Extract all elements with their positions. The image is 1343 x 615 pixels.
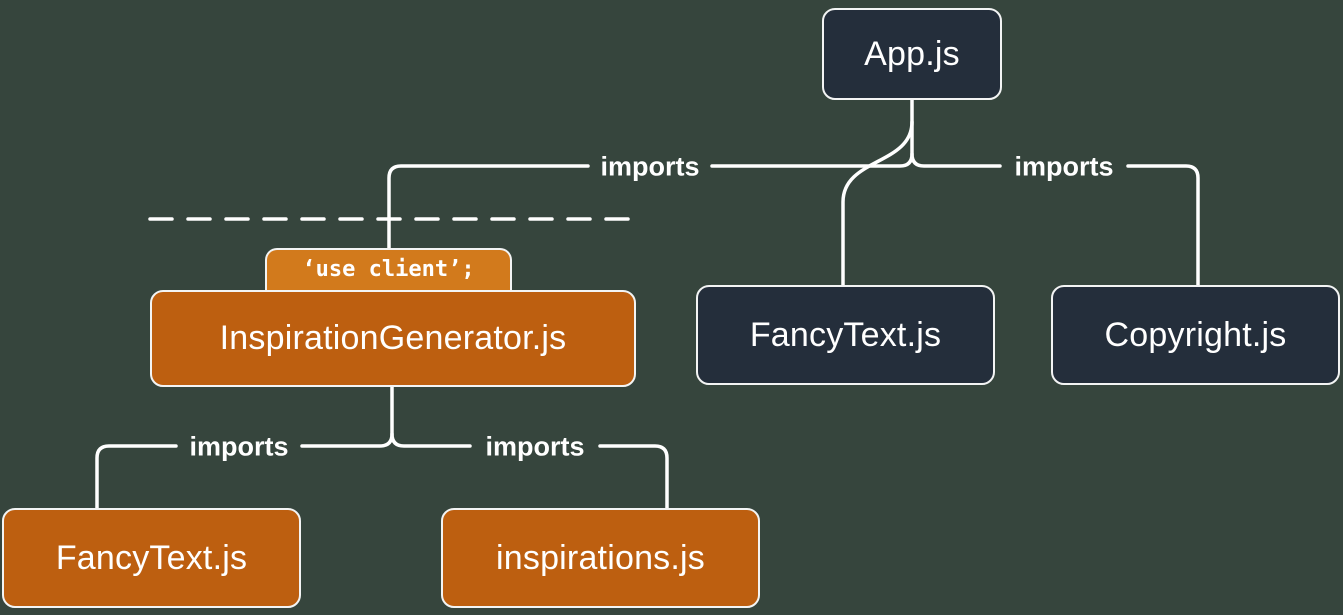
edge-app-to-generator-segment2 <box>387 164 590 252</box>
node-copyright-js-label: Copyright.js <box>1104 315 1287 354</box>
edge-app-to-copyright-segment2 <box>1126 164 1200 287</box>
node-inspirations-js: inspirations.js <box>441 508 760 608</box>
edge-label-imports-generator-inspirations: imports <box>485 431 585 462</box>
edge-generator-to-inspirations-segment2 <box>598 444 669 510</box>
node-fancytext-js-client: FancyText.js <box>2 508 301 608</box>
edge-generator-to-fancytext-segment1 <box>300 385 394 448</box>
node-copyright-js: Copyright.js <box>1051 285 1340 385</box>
node-fancytext-js-server-label: FancyText.js <box>749 315 942 354</box>
edge-generator-to-inspirations-segment1 <box>390 432 472 448</box>
node-app-js: App.js <box>822 8 1002 100</box>
edge-generator-to-fancytext-segment2 <box>95 444 178 510</box>
node-inspiration-generator-js-label: InspirationGenerator.js <box>219 319 567 357</box>
edge-app-to-copyright-segment1 <box>910 152 1002 168</box>
edge-app-to-generator-segment1 <box>710 98 914 168</box>
node-inspiration-generator-js: InspirationGenerator.js <box>150 290 636 387</box>
edge-app-to-fancytext <box>841 120 914 287</box>
node-inspirations-js-label: inspirations.js <box>496 538 705 577</box>
node-fancytext-js-client-label: FancyText.js <box>55 538 248 577</box>
edge-label-imports-generator-fancytext: imports <box>189 431 289 462</box>
node-app-js-label: App.js <box>864 34 960 73</box>
node-fancytext-js-server: FancyText.js <box>696 285 995 385</box>
edge-label-imports-app-copyright: imports <box>1014 151 1114 182</box>
edge-label-imports-app-generator: imports <box>600 151 700 182</box>
